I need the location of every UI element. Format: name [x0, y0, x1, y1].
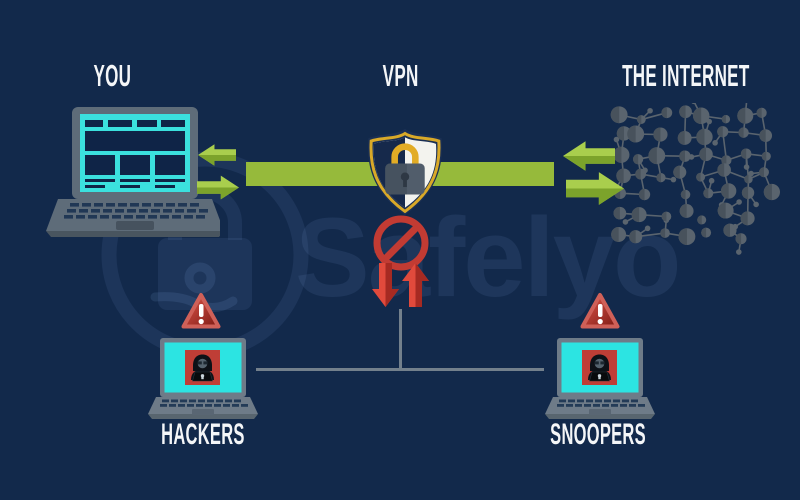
- arrow-right-icon: [197, 175, 239, 200]
- internet-label: THE INTERNET: [622, 58, 750, 93]
- arrow-left-icon: [563, 141, 615, 171]
- connector-vertical-line: [399, 309, 402, 369]
- hackers-label: HACKERS: [161, 418, 245, 451]
- hacker-laptop-icon: [148, 338, 258, 419]
- arrow-down-icon: [372, 263, 399, 307]
- arrow-right-icon: [566, 172, 624, 205]
- no-entry-icon: [373, 215, 429, 271]
- you-label: YOU: [93, 58, 131, 93]
- hacker-icon: [588, 354, 611, 382]
- hacker-icon: [191, 354, 214, 382]
- laptop-icon: [46, 107, 220, 237]
- warning-triangle-icon: [181, 293, 221, 329]
- network-mesh-icon: [610, 103, 780, 255]
- snoopers-label: SNOOPERS: [550, 418, 646, 451]
- arrow-left-icon: [198, 144, 236, 166]
- snooper-laptop-icon: [545, 338, 655, 419]
- arrow-up-icon: [402, 263, 429, 307]
- vpn-label: VPN: [383, 58, 419, 93]
- shield-lock-icon: [368, 128, 442, 216]
- warning-triangle-icon: [580, 293, 620, 329]
- blocked-traffic-arrows: [372, 263, 429, 307]
- connector-horizontal-line: [256, 368, 544, 371]
